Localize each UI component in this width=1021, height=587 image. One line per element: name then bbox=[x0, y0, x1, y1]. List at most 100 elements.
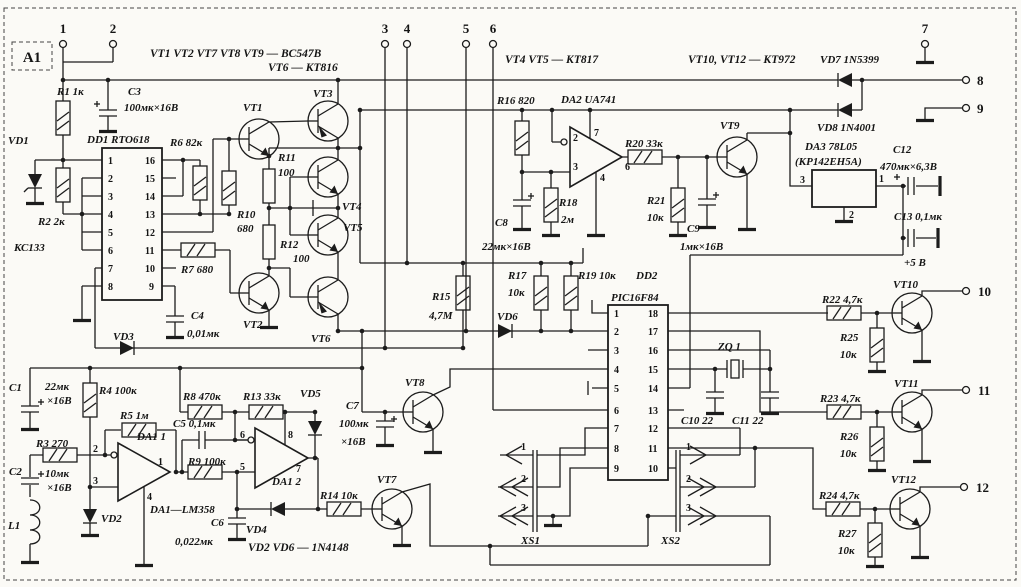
label-r19: R19 10к bbox=[577, 270, 616, 282]
dd2-pin: 2 bbox=[614, 327, 619, 338]
label-c4: C4 bbox=[191, 310, 204, 322]
dd2-pin: 4 bbox=[614, 365, 619, 376]
capacitor-c2 bbox=[20, 477, 40, 485]
label-r21v: 10к bbox=[647, 212, 664, 224]
label-r6: R6 82к bbox=[169, 137, 203, 149]
label-r13: R13 33к bbox=[242, 391, 281, 403]
label-vd8: VD8 1N4001 bbox=[817, 122, 876, 134]
label-vt5: VT5 bbox=[343, 222, 363, 234]
annotations: A1 1 2 3 4 5 6 7 8 9 10 11 12 VT1 VT2 VT… bbox=[7, 21, 991, 557]
diode-vd8-icon bbox=[837, 102, 853, 118]
label-r14: R14 10к bbox=[319, 490, 358, 502]
resistor-r3 bbox=[42, 447, 78, 463]
label-r27: R27 bbox=[837, 528, 857, 540]
label-vt7: VT7 bbox=[377, 474, 397, 486]
terminal-8-label: 8 bbox=[977, 73, 984, 88]
resistor-r23 bbox=[826, 404, 862, 420]
da2-pin: 4 bbox=[600, 173, 605, 184]
label-c7u: ×16В bbox=[341, 436, 366, 448]
label-vd7: VD7 1N5399 bbox=[820, 54, 879, 66]
dd2-pin: 3 bbox=[614, 346, 619, 357]
dd1-pin: 15 bbox=[145, 174, 155, 185]
label-r15v: 4,7М bbox=[428, 310, 454, 322]
ground-symbols bbox=[19, 55, 936, 569]
transistor-vt10 bbox=[891, 292, 933, 334]
da1-2-pin: 7 bbox=[296, 464, 301, 475]
terminal-4-label: 4 bbox=[404, 21, 411, 36]
ic-dd1-body bbox=[101, 147, 163, 301]
capacitor-c5 bbox=[198, 430, 206, 450]
plus-mark bbox=[712, 191, 720, 199]
label-r27v: 10к bbox=[838, 545, 855, 557]
transistor-vt12 bbox=[889, 488, 931, 530]
transistor-vt11 bbox=[891, 391, 933, 433]
transistor-vt1 bbox=[238, 118, 280, 160]
dd2-pin: 5 bbox=[614, 384, 619, 395]
label-vt10: VT10 bbox=[893, 279, 919, 291]
da1-1-pin: 4 bbox=[147, 492, 152, 503]
label-vt8: VT8 bbox=[405, 377, 425, 389]
terminal-6 bbox=[488, 39, 498, 49]
wiring bbox=[29, 48, 962, 566]
label-r12: R12 bbox=[279, 239, 299, 251]
terminal-10 bbox=[961, 286, 971, 296]
terminal-12 bbox=[959, 482, 969, 492]
capacitor-c9 bbox=[697, 198, 717, 206]
resistor-r12 bbox=[262, 224, 276, 260]
xs1-pin-num: 1 bbox=[521, 442, 526, 453]
dd1-pin: 4 bbox=[108, 210, 113, 221]
label-da3b: (КР142ЕН5А) bbox=[795, 156, 862, 168]
label-c1: C1 bbox=[9, 382, 22, 394]
components bbox=[19, 39, 971, 569]
dd2-pin: 13 bbox=[648, 406, 658, 417]
plus-mark bbox=[37, 398, 45, 406]
terminal-11-label: 11 bbox=[978, 383, 990, 398]
junction-dots bbox=[60, 77, 906, 549]
dd1-pin: 5 bbox=[108, 228, 113, 239]
label-r25v: 10к bbox=[840, 349, 857, 361]
inductor-l1 bbox=[29, 499, 41, 545]
label-c3v: 100мк×16В bbox=[124, 102, 178, 114]
label-c7v: 100мк bbox=[339, 418, 369, 430]
dd1-pin: 16 bbox=[145, 156, 155, 167]
note-kt816: VT6 — КТ816 bbox=[268, 62, 338, 74]
label-r18: R18 bbox=[558, 197, 578, 209]
plus-mark bbox=[893, 173, 901, 181]
block-label: A1 bbox=[23, 50, 41, 66]
label-da2: DA2 UA741 bbox=[560, 94, 616, 106]
terminal-2 bbox=[108, 39, 118, 49]
capacitor-c4 bbox=[165, 315, 185, 323]
da3-pin: 3 bbox=[800, 175, 805, 186]
label-r15: R15 bbox=[431, 291, 451, 303]
label-r2: R2 2к bbox=[37, 216, 65, 228]
resistor-r26 bbox=[869, 426, 885, 462]
label-c8: C8 bbox=[495, 217, 508, 229]
label-r1: R1 1к bbox=[56, 86, 84, 98]
label-vt1: VT1 bbox=[243, 102, 263, 114]
label-c2v: 10мк bbox=[45, 468, 70, 480]
label-vd6: VD6 bbox=[497, 311, 518, 323]
terminal-4 bbox=[402, 39, 412, 49]
label-vt3: VT3 bbox=[313, 88, 333, 100]
terminal-6-label: 6 bbox=[490, 21, 497, 36]
label-c11: C11 22 bbox=[732, 415, 764, 427]
plus-mark bbox=[37, 470, 45, 478]
label-c5: C5 0,1мк bbox=[173, 418, 216, 430]
label-r10: R10 bbox=[236, 209, 256, 221]
da1-2-pin: 5 bbox=[240, 462, 245, 473]
dd1-pin: 9 bbox=[149, 282, 154, 293]
label-da12: DA1 2 bbox=[271, 476, 302, 488]
dd1-pin: 3 bbox=[108, 192, 113, 203]
label-vt4: VT4 bbox=[342, 201, 362, 213]
resistor-r15 bbox=[455, 275, 471, 311]
note-bc547: VT1 VT2 VT7 VT8 VT9 — BC547B bbox=[150, 48, 322, 60]
terminal-5 bbox=[461, 39, 471, 49]
resistor-r19 bbox=[563, 275, 579, 311]
plus-mark bbox=[93, 100, 101, 108]
label-r12v: 100 bbox=[293, 253, 310, 265]
terminal-8 bbox=[961, 75, 971, 85]
label-vt9: VT9 bbox=[720, 120, 740, 132]
dd1-pin: 10 bbox=[145, 264, 155, 275]
da1-1-pin: 3 bbox=[93, 476, 98, 487]
resistor-r27 bbox=[867, 522, 883, 558]
